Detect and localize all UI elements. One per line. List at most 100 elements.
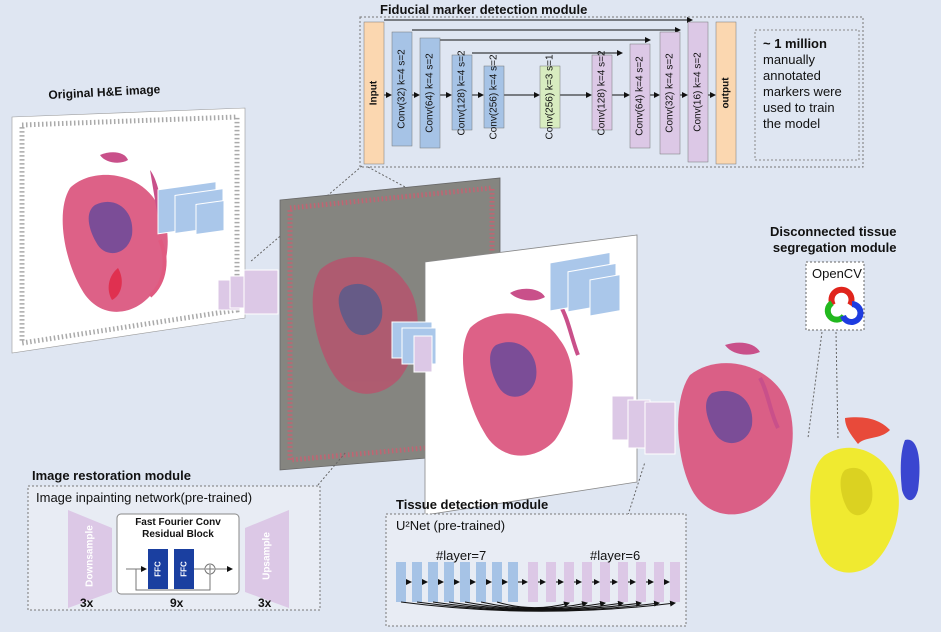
- fiducial-layer-1: [363, 21, 385, 165]
- restoration-module-title: Image restoration module: [32, 468, 191, 483]
- fiducial-layer-label-9: Conv(32) k=4 s=2: [664, 53, 676, 133]
- restoration-block-3: [195, 199, 225, 236]
- connector-seg-right: [835, 331, 839, 441]
- opencv-ring-blue: [840, 301, 864, 325]
- detected-tissue-top: [725, 342, 760, 355]
- fiducial-layer-4: [451, 54, 473, 131]
- opencv-ring-red: [828, 286, 855, 307]
- fiducial-layer-stack: [363, 21, 737, 165]
- downsample-count: 3x: [80, 596, 94, 610]
- fiducial-network-blocks: [391, 321, 437, 373]
- segment-yellow-core: [840, 467, 873, 516]
- fiducial-layer-label-6: Conv(256) k=3 s=1: [544, 54, 556, 140]
- fiducial-layer-label-1: Input: [368, 80, 380, 106]
- unet-layer-17: [670, 562, 680, 602]
- fiducial-layer-10: [687, 21, 709, 163]
- unet-layer-12: [582, 562, 592, 602]
- annotation-text: ~ 1 million manually annotated markers w…: [763, 36, 842, 132]
- ffc-block-title: Fast Fourier Conv Residual Block: [120, 517, 236, 541]
- unet-layer-10: [546, 562, 556, 602]
- fiducial-layer-7: [591, 54, 613, 131]
- detection-tissue: [462, 288, 580, 456]
- fiducial-module-title: Fiducial marker detection module: [380, 2, 588, 17]
- upsample-count: 3x: [258, 596, 272, 610]
- ffc-unit-label-1: FFC: [153, 561, 163, 577]
- restoration-subtitle: Image inpainting network(pre-trained): [36, 490, 253, 505]
- unet-layer-9: [528, 562, 538, 602]
- annotation-line-6: the model: [763, 116, 821, 131]
- tissue-net-block-3: [589, 274, 621, 317]
- unet-skip-arc-5: [464, 600, 606, 610]
- annotation-box: [754, 29, 860, 161]
- fiducial-layer-2: [391, 31, 413, 147]
- unet-skip-arc-6: [480, 601, 588, 609]
- fiducial-layer-label-3: Conv(64) k=4 s=2: [424, 53, 436, 133]
- unet-layer-6: [476, 562, 486, 602]
- unet-layer-13: [600, 562, 610, 602]
- ffc-title-line-1: Fast Fourier Conv: [135, 517, 221, 528]
- tissue-subtitle: U²Net (pre-trained): [396, 518, 506, 533]
- unet-layer-4: [444, 562, 454, 602]
- unet-layer-14: [618, 562, 628, 602]
- unet-skip-arc-7: [496, 601, 570, 609]
- fiducial-layer-9: [659, 31, 681, 155]
- downsample-label: Downsample: [84, 525, 96, 587]
- opencv-label: OpenCV: [812, 266, 862, 281]
- fiducial-layer-label-8: Conv(64) k=4 s=2: [634, 56, 646, 136]
- restoration-network-blocks: [157, 181, 279, 315]
- unet-skip-arc-3: [432, 600, 642, 611]
- ffc-unit-label-2: FFC: [179, 561, 189, 577]
- segregation-title: Disconnected tissue segregation module: [770, 224, 896, 256]
- fiducial-skip-connections: [384, 17, 693, 56]
- unet-layer-5: [460, 562, 470, 602]
- tissue-module-title: Tissue detection module: [396, 497, 549, 512]
- fiducial-layer-label-4: Conv(128) k=4 s=2: [456, 49, 468, 136]
- tissue-section: [62, 152, 168, 312]
- unet-layer-2: [412, 562, 422, 602]
- fiducial-layer-5: [483, 65, 505, 129]
- fiducial-layer-6: [539, 65, 561, 129]
- fiducial-layer-label-2: Conv(32) k=4 s=2: [396, 49, 408, 129]
- layer-count-left: #layer=7: [436, 548, 487, 563]
- annotation-line-5: used to train: [763, 100, 835, 115]
- unet-layer-11: [564, 562, 574, 602]
- fiducial-layer-label-11: output: [720, 77, 732, 109]
- tissue-net-blocks: [549, 251, 676, 455]
- fiducial-layer-label-5: Conv(256) k=4 s=2: [488, 54, 500, 140]
- unet-layer-16: [654, 562, 664, 602]
- unet-layer-3: [428, 562, 438, 602]
- downsample-trapezoid: [68, 510, 112, 608]
- annotation-line-4: markers were: [763, 84, 842, 99]
- upsample-trapezoid: [245, 510, 289, 608]
- fiducial-layer-3: [419, 37, 441, 149]
- fiducial-layer-label-10: Conv(16) k=4 s=2: [692, 52, 704, 132]
- segment-red: [845, 417, 890, 444]
- fiducial-layer-11: [715, 21, 737, 165]
- opencv-logo: [824, 286, 864, 325]
- ffc-residual-connection: [135, 569, 211, 591]
- upsample-label: Upsample: [261, 532, 273, 580]
- tissue-net-block-6: [644, 401, 676, 455]
- restoration-block-6: [243, 269, 279, 315]
- annotation-line-3: annotated: [763, 68, 821, 83]
- connector-tissue: [627, 461, 646, 516]
- unet-layer-7: [492, 562, 502, 602]
- fiducial-layer-8: [629, 43, 651, 149]
- ffc-count: 9x: [170, 596, 184, 610]
- segregation-title-line-1: Disconnected tissue: [770, 224, 897, 239]
- fiducial-module-box: [359, 16, 864, 168]
- fiducial-net-block-3: [413, 335, 433, 373]
- unet-layer-8: [508, 562, 518, 602]
- original-he-slide: [11, 107, 246, 354]
- unet-layer-15: [636, 562, 646, 602]
- segmented-tissue-output: [678, 342, 920, 573]
- segregation-title-line-2: segregation module: [772, 240, 897, 255]
- segment-blue: [900, 439, 920, 501]
- connector-restoration: [317, 451, 347, 486]
- annotation-line-2: manually: [763, 52, 816, 67]
- layer-count-right: #layer=6: [590, 548, 641, 563]
- unet-skip-arc-1: [400, 600, 676, 612]
- ffc-unit-1: [148, 549, 168, 589]
- unet-skip-arc-2: [416, 600, 660, 612]
